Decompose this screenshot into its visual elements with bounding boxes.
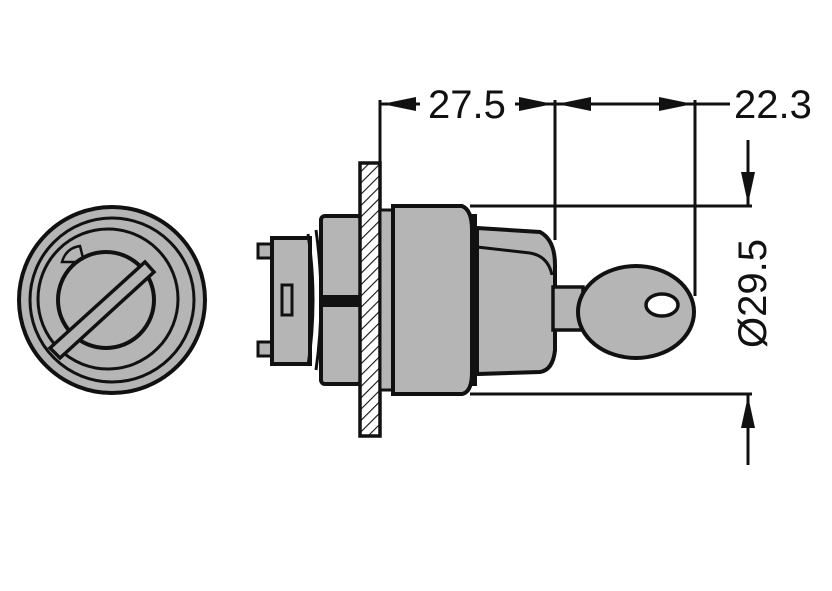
side-view — [256, 161, 696, 438]
dimension-diameter: Ø29.5 — [731, 239, 775, 348]
dimension-depth-key: 22.3 — [734, 83, 812, 127]
dimension-lines — [378, 97, 755, 465]
dimension-depth-body: 27.5 — [428, 83, 506, 127]
front-view — [17, 205, 207, 395]
mounting-panel — [358, 161, 382, 438]
key-bow — [576, 264, 696, 360]
